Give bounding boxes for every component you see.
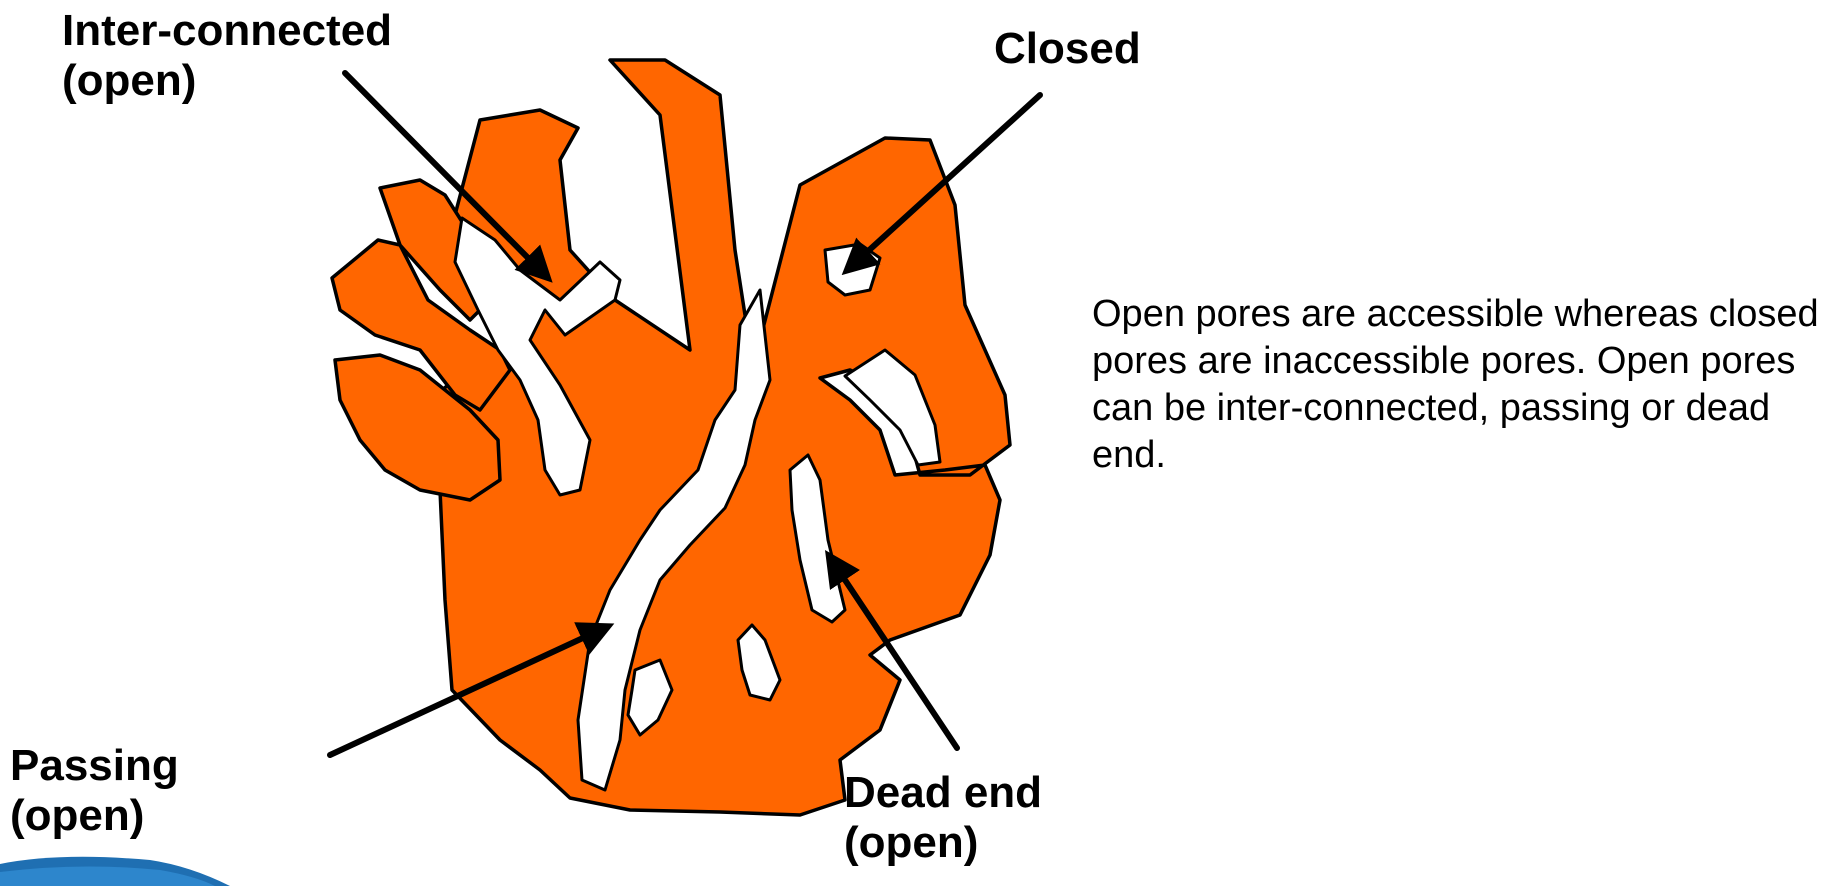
dead-end-label: Dead end (open): [844, 768, 1042, 868]
closed-label: Closed: [994, 24, 1141, 74]
passing-label: Passing (open): [10, 741, 179, 841]
interconnected-label: Inter-connected (open): [62, 6, 392, 106]
description-text: Open pores are accessible whereas closed…: [1092, 291, 1822, 479]
corner-accent-shape: [0, 856, 230, 886]
